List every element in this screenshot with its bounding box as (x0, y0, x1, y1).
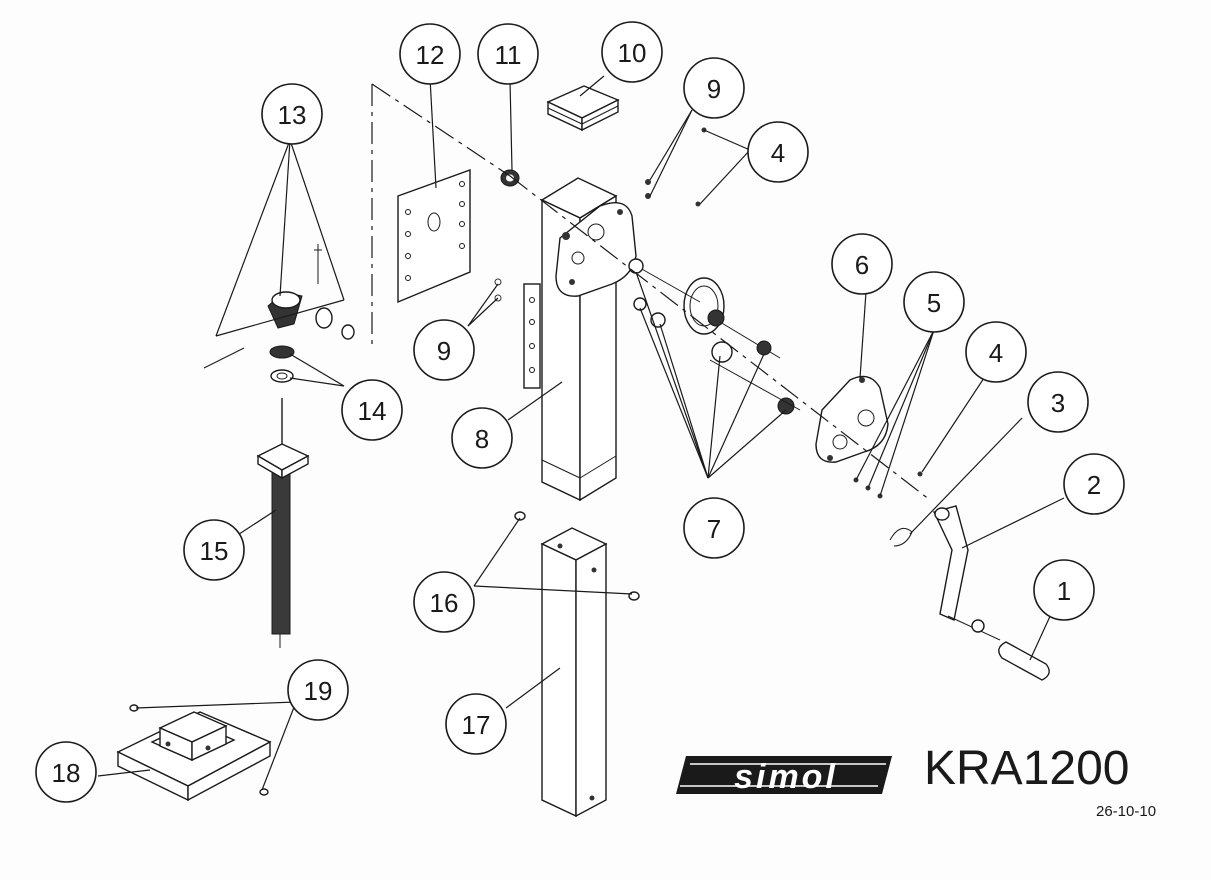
callout-9-left: 9 (413, 319, 475, 381)
brand-logo: simol (676, 756, 892, 796)
svg-text:6: 6 (855, 250, 869, 280)
part-17-lower-tube (540, 527, 608, 818)
leader-lines (97, 75, 1065, 791)
gear-housing-front (555, 202, 637, 297)
callout-8: 8 (451, 407, 513, 469)
svg-text:16: 16 (430, 588, 459, 618)
part-6-gear-cover (815, 375, 889, 463)
part-2-crank-handle (933, 505, 1001, 641)
callout-7: 7 (683, 497, 745, 559)
callout-18: 18 (35, 741, 97, 803)
svg-text:12: 12 (416, 40, 445, 70)
svg-text:10: 10 (618, 38, 647, 68)
svg-text:15: 15 (200, 536, 229, 566)
part-1-handle-grip (998, 641, 1050, 681)
callout-19: 19 (287, 659, 349, 721)
callout-12: 12 (399, 23, 461, 85)
screws (494, 127, 707, 302)
svg-text:19: 19 (304, 676, 333, 706)
callout-3: 3 (1027, 371, 1089, 433)
svg-text:18: 18 (52, 758, 81, 788)
callout-1: 1 (1033, 559, 1095, 621)
callout-4-top: 4 (747, 121, 809, 183)
drawing-date: 26-10-10 (1096, 803, 1156, 820)
callout-6: 6 (831, 233, 893, 295)
svg-text:9: 9 (437, 336, 451, 366)
callout-5: 5 (903, 271, 965, 333)
model-number: KRA1200 (924, 742, 1129, 795)
brand-logo-text: simol (734, 758, 838, 796)
callout-16: 16 (413, 571, 475, 633)
part-15-lead-screw (256, 398, 310, 648)
svg-text:17: 17 (462, 710, 491, 740)
svg-text:9: 9 (707, 74, 721, 104)
callout-13: 13 (261, 83, 323, 145)
callout-15: 15 (183, 519, 245, 581)
svg-text:4: 4 (989, 338, 1003, 368)
svg-text:4: 4 (771, 138, 785, 168)
part-11-bushing (500, 169, 520, 187)
callout-10: 10 (601, 21, 663, 83)
callout-14: 14 (341, 379, 403, 441)
part-10-cap (546, 85, 620, 132)
part-5-bolts (853, 471, 923, 499)
svg-text:8: 8 (475, 424, 489, 454)
part-7-gear-set (628, 258, 801, 415)
svg-text:11: 11 (495, 40, 522, 70)
svg-text:2: 2 (1087, 470, 1101, 500)
callout-4-right: 4 (965, 321, 1027, 383)
part-12-mounting-plate (397, 169, 471, 304)
callout-2: 2 (1063, 453, 1125, 515)
part-18-base-plate (116, 704, 272, 802)
callout-9-top: 9 (683, 57, 745, 119)
svg-text:7: 7 (707, 514, 721, 544)
callout-17: 17 (445, 693, 507, 755)
svg-text:3: 3 (1051, 388, 1065, 418)
svg-text:5: 5 (927, 288, 941, 318)
part-3-clip (889, 527, 913, 547)
svg-text:13: 13 (278, 100, 307, 130)
svg-text:14: 14 (358, 396, 387, 426)
svg-text:1: 1 (1057, 576, 1071, 606)
callout-11: 11 (477, 23, 539, 85)
part-14-bearings (269, 345, 295, 383)
